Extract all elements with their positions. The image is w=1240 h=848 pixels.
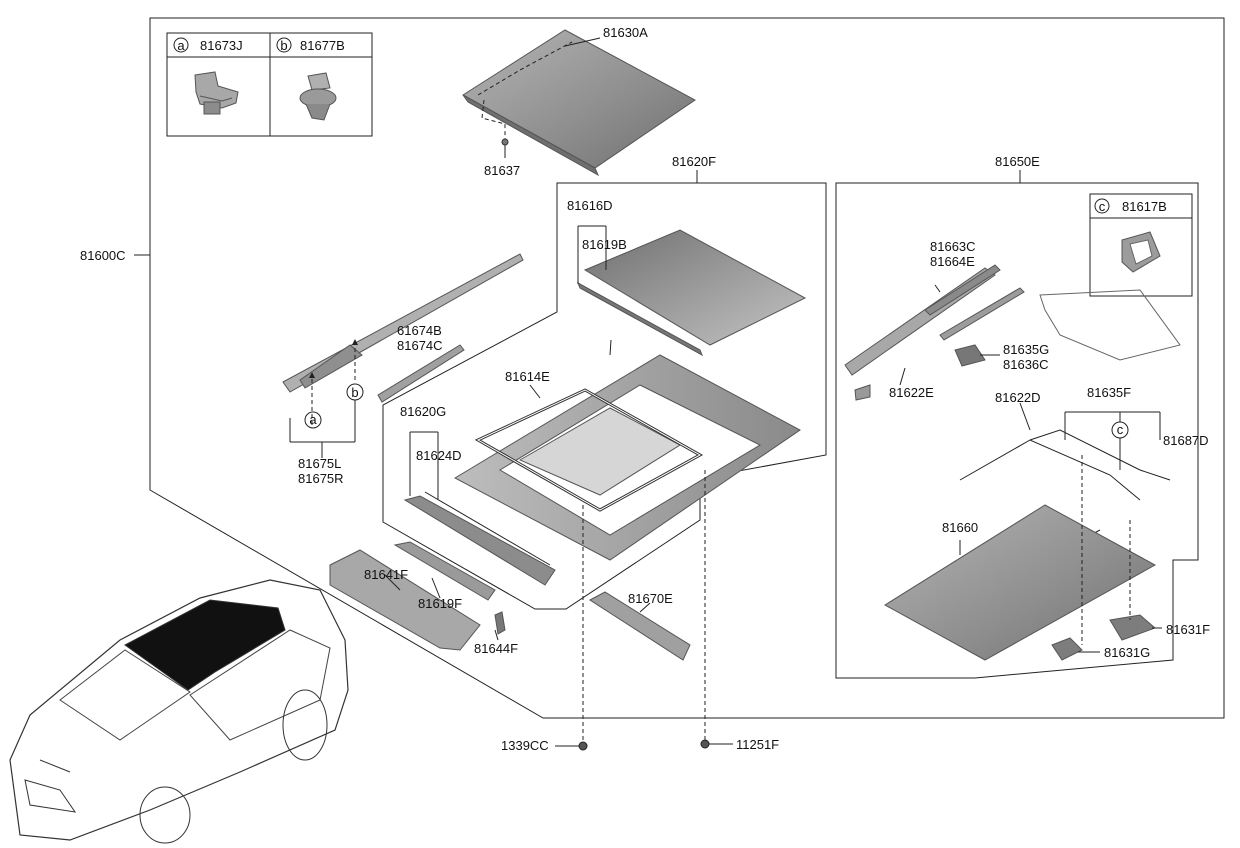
label-81674C: 81674C [397,338,443,353]
clip-81677B-icon [299,72,337,121]
mechanism-81622E [844,264,1181,401]
label-81614E: 81614E [505,369,550,384]
callout-a-letter: a [309,412,317,427]
label-81635G: 81635G [1003,342,1049,357]
motor-81631F [1109,614,1156,641]
label-81664E: 81664E [930,254,975,269]
group-boundary-81620F [382,182,827,610]
label-11251F: 11251F [736,737,779,752]
label-81641F: 81641F [364,567,408,582]
label-81663C: 81663C [930,239,976,254]
side-rail-81675 [282,253,524,458]
label-81624D: 81624D [416,448,462,463]
legend-box-c [1089,193,1193,297]
seal-81617B-icon [1121,231,1161,273]
label-81637: 81637 [484,163,520,178]
label-81675L: 81675L [298,456,341,471]
assembly-boundary-81600C [149,17,1225,719]
label-81620F: 81620F [672,154,716,169]
vehicle-illustration [9,579,349,844]
callout-b-letter: b [351,385,358,400]
trim-81670E [589,591,691,661]
frame-81614E [453,354,801,561]
trim-81641F [329,541,506,651]
label-81670E: 81670E [628,591,673,606]
label-81630A: 81630A [603,25,648,40]
deflector-81624D [403,431,556,586]
sunshade-81660 [884,504,1157,661]
roof-panel-81630A [462,29,696,177]
label-81622D: 81622D [995,390,1041,405]
label-61674B: 61674B [397,323,442,338]
label-81650E: 81650E [995,154,1040,169]
label-1339CC: 1339CC [501,738,549,753]
callout-c-letter: c [1117,422,1124,437]
bolt-1339CC-icon [578,741,588,751]
label-81619F: 81619F [418,596,462,611]
label-81616D: 81616D [567,198,613,213]
legend-box-ab [166,32,373,137]
clip-81673J-icon [194,71,239,115]
motor-81631G [1051,637,1083,661]
label-81600C: 81600C [80,248,126,263]
legend-b-letter: b [280,38,287,53]
legend-c-letter: c [1099,199,1106,214]
legend-c-part: 81617B [1122,199,1167,214]
bolt-11251F-icon [700,739,710,749]
legend-b-part: 81677B [300,38,345,53]
legend-a-letter: a [177,38,185,53]
label-81644F: 81644F [474,641,518,656]
label-81660: 81660 [942,520,978,535]
label-81631G: 81631G [1104,645,1150,660]
label-81635F: 81635F [1087,385,1131,400]
label-81675R: 81675R [298,471,344,486]
label-81631F: 81631F [1166,622,1210,637]
group-boundary-81650E [835,182,1199,679]
label-81687D: 81687D [1163,433,1209,448]
glass-panel-81619B [577,225,807,357]
legend-a-part: 81673J [200,38,243,53]
label-81636C: 81636C [1003,357,1049,372]
rail-81674C [377,344,465,403]
label-81622E: 81622E [889,385,934,400]
label-81619B: 81619B [582,237,627,252]
label-81620G: 81620G [400,404,446,419]
